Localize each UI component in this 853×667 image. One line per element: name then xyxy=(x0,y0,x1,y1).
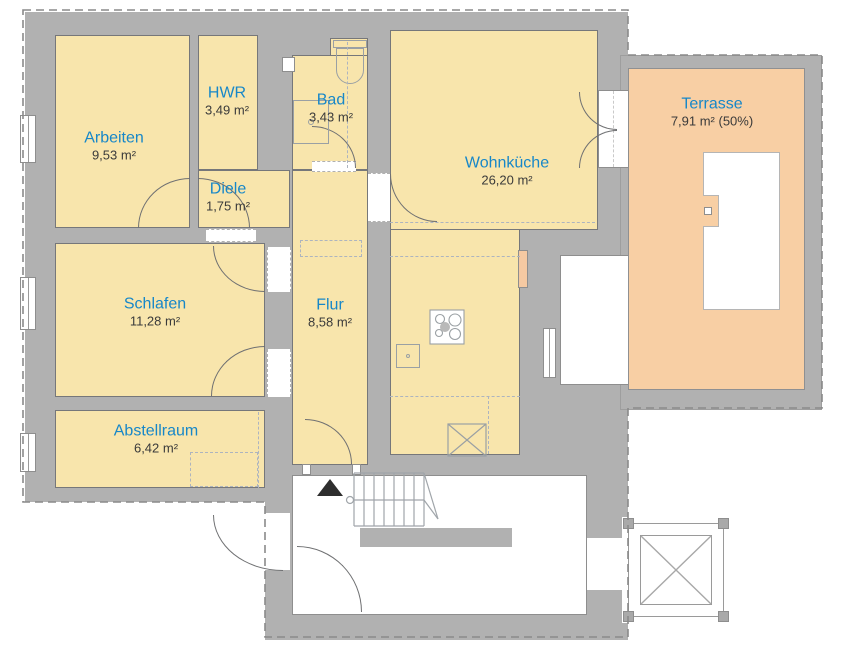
elevator-corner-tl xyxy=(623,518,634,529)
terrasse-post xyxy=(704,207,712,215)
kitchen-sink-icon xyxy=(396,344,420,368)
label-diele: Diele 1,75 m² xyxy=(205,180,251,214)
opening-schlafen-top xyxy=(267,247,291,292)
lightwell xyxy=(560,255,628,385)
counter-line-2 xyxy=(390,256,520,257)
label-terrasse: Terrasse 7,91 m² (50%) xyxy=(670,95,754,129)
door-jamb-left xyxy=(302,464,311,475)
counter-line-4 xyxy=(488,396,489,454)
toilet-bowl-icon xyxy=(336,48,364,84)
vent-shaft xyxy=(282,57,295,72)
opening-diele-wohnkueche xyxy=(368,173,390,222)
label-abstellraum: Abstellraum 6,42 m² xyxy=(113,422,199,456)
elevator-corner-tr xyxy=(718,518,729,529)
label-flur: Flur 8,58 m² xyxy=(307,296,353,330)
label-schlafen: Schlafen 11,28 m² xyxy=(123,295,187,329)
window-arbeiten xyxy=(20,115,36,163)
furniture-abstellraum-line xyxy=(258,412,259,488)
furniture-flur xyxy=(300,240,362,257)
terrasse-cutout xyxy=(703,152,780,310)
window-lightwell xyxy=(543,328,556,378)
elevator-corner-bl xyxy=(623,611,634,622)
counter-line-1 xyxy=(390,222,595,223)
door-arc-building-entrance xyxy=(213,515,283,571)
label-wohnkueche: Wohnküche 26,20 m² xyxy=(464,154,550,188)
entrance-arrow-icon xyxy=(317,479,343,496)
opening-diele xyxy=(206,229,256,242)
label-hwr: HWR 3,49 m² xyxy=(204,84,250,118)
counter-line-3 xyxy=(390,396,520,397)
opening-schlafen-bottom xyxy=(267,349,291,397)
elevator-corner-br xyxy=(718,611,729,622)
room-kueche-zone xyxy=(390,230,520,455)
furniture-abstellraum xyxy=(190,452,258,487)
label-arbeiten: Arbeiten 9,53 m² xyxy=(84,129,144,163)
door-jamb-right xyxy=(352,464,361,475)
toilet-icon xyxy=(333,40,367,48)
shaft-x-icon xyxy=(640,535,712,605)
label-bad: Bad 3,43 m² xyxy=(308,91,354,125)
stair-landing-slab xyxy=(360,528,512,547)
window-abstellraum xyxy=(20,433,36,472)
window-schlafen xyxy=(20,277,36,330)
